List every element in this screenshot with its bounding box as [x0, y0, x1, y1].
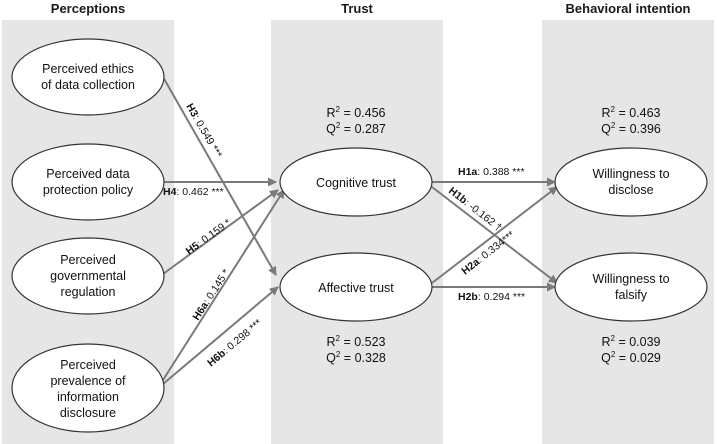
regulation-label-line1: Perceived: [60, 253, 116, 267]
disclose-label-line2: disclose: [608, 183, 653, 197]
falsify-label-line1: Willingness to: [592, 272, 669, 286]
falsify-q2-stat: Q2 = 0.029: [601, 350, 661, 365]
path-h1a-label: H1a: 0.388 ***: [458, 166, 525, 178]
prevalence-label-line1: Perceived: [60, 358, 116, 372]
affective-r2-stat: R2 = 0.523: [326, 334, 385, 349]
path-h4-label: H4: 0.462 ***: [163, 186, 224, 198]
behavioral-intention-column-title: Behavioral intention: [565, 1, 691, 16]
path-h1b-label: H1b: -0.162 †: [446, 185, 504, 234]
cognitive-q2-stat: Q2 = 0.287: [326, 121, 386, 136]
path-h6a-label: H6a: 0.145 *: [190, 267, 232, 323]
path-h2b-label: H2b: 0.294 ***: [458, 291, 525, 303]
perceptions-column-title: Perceptions: [50, 1, 126, 16]
path-h3-label: H3: 0.549 ***: [183, 102, 224, 161]
regulation-label-line3: regulation: [61, 285, 116, 299]
affective-trust-label: Affective trust: [318, 281, 394, 295]
prevalence-label-line4: disclosure: [60, 406, 116, 420]
path-h6b-arrow: [162, 286, 279, 385]
ethics-label-line2: of data collection: [41, 78, 135, 92]
regulation-node: [11, 237, 165, 315]
trust-column-band: [271, 20, 443, 444]
falsify-label-line2: falsify: [615, 288, 648, 302]
prevalence-label-line2: prevalence of: [50, 374, 126, 388]
path-h3-arrow: [162, 76, 277, 276]
willingness-falsify-node: [554, 252, 708, 322]
prevalence-node: [11, 343, 165, 433]
trust-column-title: Trust: [341, 1, 373, 16]
behavioral-intention-column-band: [542, 20, 714, 444]
cognitive-trust-node: [279, 147, 433, 217]
path-h6a-arrow: [162, 189, 285, 381]
path-h2a-arrow: [431, 186, 558, 284]
cognitive-r2-stat: R2 = 0.456: [326, 105, 385, 120]
regulation-label-line2: governmental: [50, 269, 126, 283]
path-h6b-label: H6b: 0.298 ***: [205, 317, 264, 369]
policy-node: [11, 143, 165, 221]
affective-trust-node: [279, 252, 433, 322]
falsify-r2-stat: R2 = 0.039: [601, 334, 660, 349]
willingness-disclose-node: [554, 147, 708, 217]
prevalence-label-line3: information: [57, 390, 119, 404]
affective-q2-stat: Q2 = 0.328: [326, 350, 386, 365]
disclose-q2-stat: Q2 = 0.396: [601, 121, 661, 136]
path-h2a-label: H2a: 0.334***: [459, 229, 517, 278]
policy-label-line2: protection policy: [43, 183, 134, 197]
ethics-label-line1: Perceived ethics: [42, 62, 134, 76]
disclose-label-line1: Willingness to: [592, 167, 669, 181]
disclose-r2-stat: R2 = 0.463: [601, 105, 660, 120]
path-h5-label: H5: 0.159 *: [184, 217, 234, 258]
ethics-node: [11, 38, 165, 116]
cognitive-trust-label: Cognitive trust: [316, 176, 396, 190]
path-h5-arrow: [162, 189, 279, 275]
policy-label-line1: Perceived data: [46, 167, 129, 181]
